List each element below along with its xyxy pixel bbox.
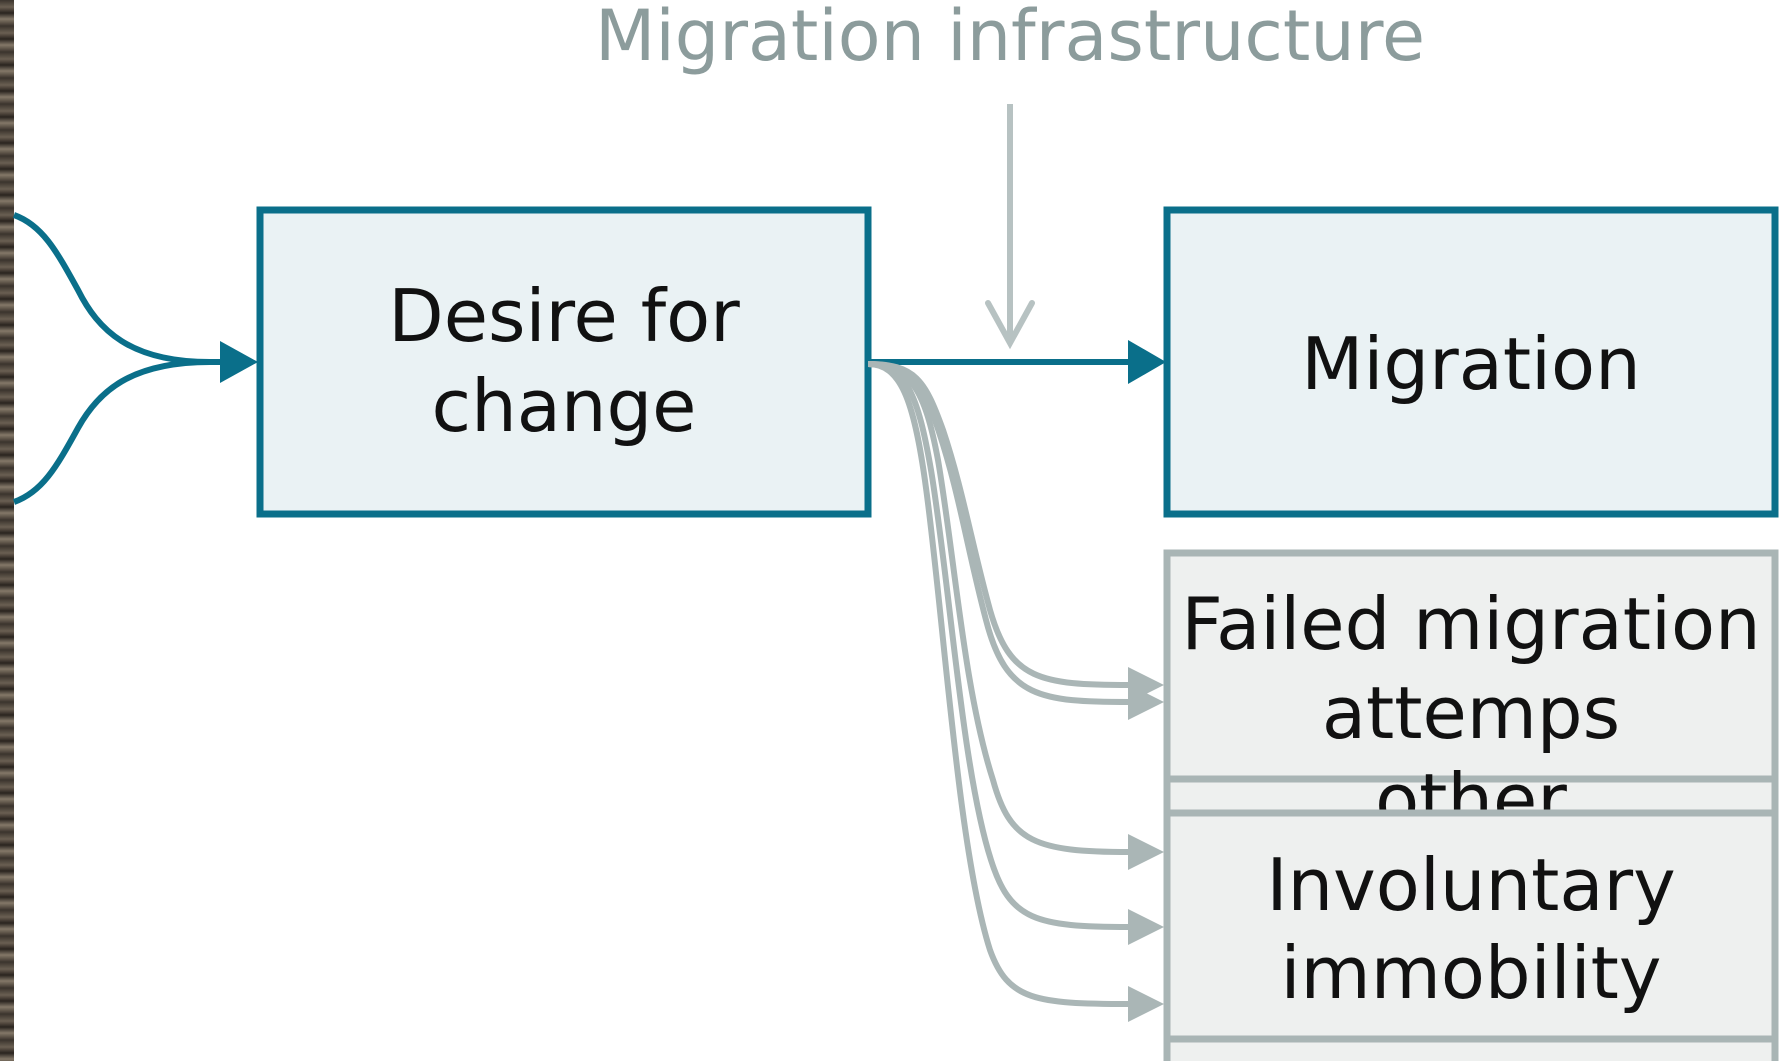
- migration-infrastructure-label: Migration infrastructure: [595, 0, 1425, 77]
- incoming-curve-bottom: [12, 359, 230, 505]
- involuntary-immobility-line1: Involuntary: [1266, 843, 1675, 927]
- desire-for-change-box: [256, 206, 872, 518]
- curve-to-involuntary-2: [867, 361, 1131, 1007]
- incoming-arrow-head: [220, 341, 258, 383]
- infrastructure-arrow-head: [985, 300, 1035, 350]
- desire-to-migration-arrow-head: [1128, 340, 1166, 384]
- migration-label: Migration: [1301, 322, 1640, 406]
- curve-to-failed-1: [867, 361, 1131, 688]
- muted-arrow-head-3: [1128, 834, 1164, 870]
- muted-arrow-head-2: [1128, 684, 1164, 720]
- migration-box: [1163, 206, 1779, 518]
- failed-migration-line1: Failed migration: [1181, 582, 1760, 666]
- incoming-curve-top: [12, 212, 230, 365]
- muted-arrow-head-5: [1128, 986, 1164, 1022]
- curve-to-hidden: [867, 361, 1131, 855]
- curve-to-failed-2: [867, 361, 1131, 705]
- muted-arrow-head-4: [1128, 909, 1164, 945]
- left-edge-photo-strip: [0, 0, 14, 1061]
- involuntary-immobility-line2: immobility: [1281, 931, 1662, 1015]
- desire-for-change-line2: change: [432, 364, 697, 448]
- failed-migration-attempts-box: [1163, 549, 1779, 783]
- failed-migration-line2: attemps: [1322, 671, 1620, 755]
- bottom-partial-box: [1163, 1035, 1779, 1061]
- involuntary-immobility-box: [1163, 809, 1779, 1043]
- desire-for-change-line1: Desire for: [388, 274, 740, 358]
- curve-to-involuntary-1: [867, 361, 1131, 930]
